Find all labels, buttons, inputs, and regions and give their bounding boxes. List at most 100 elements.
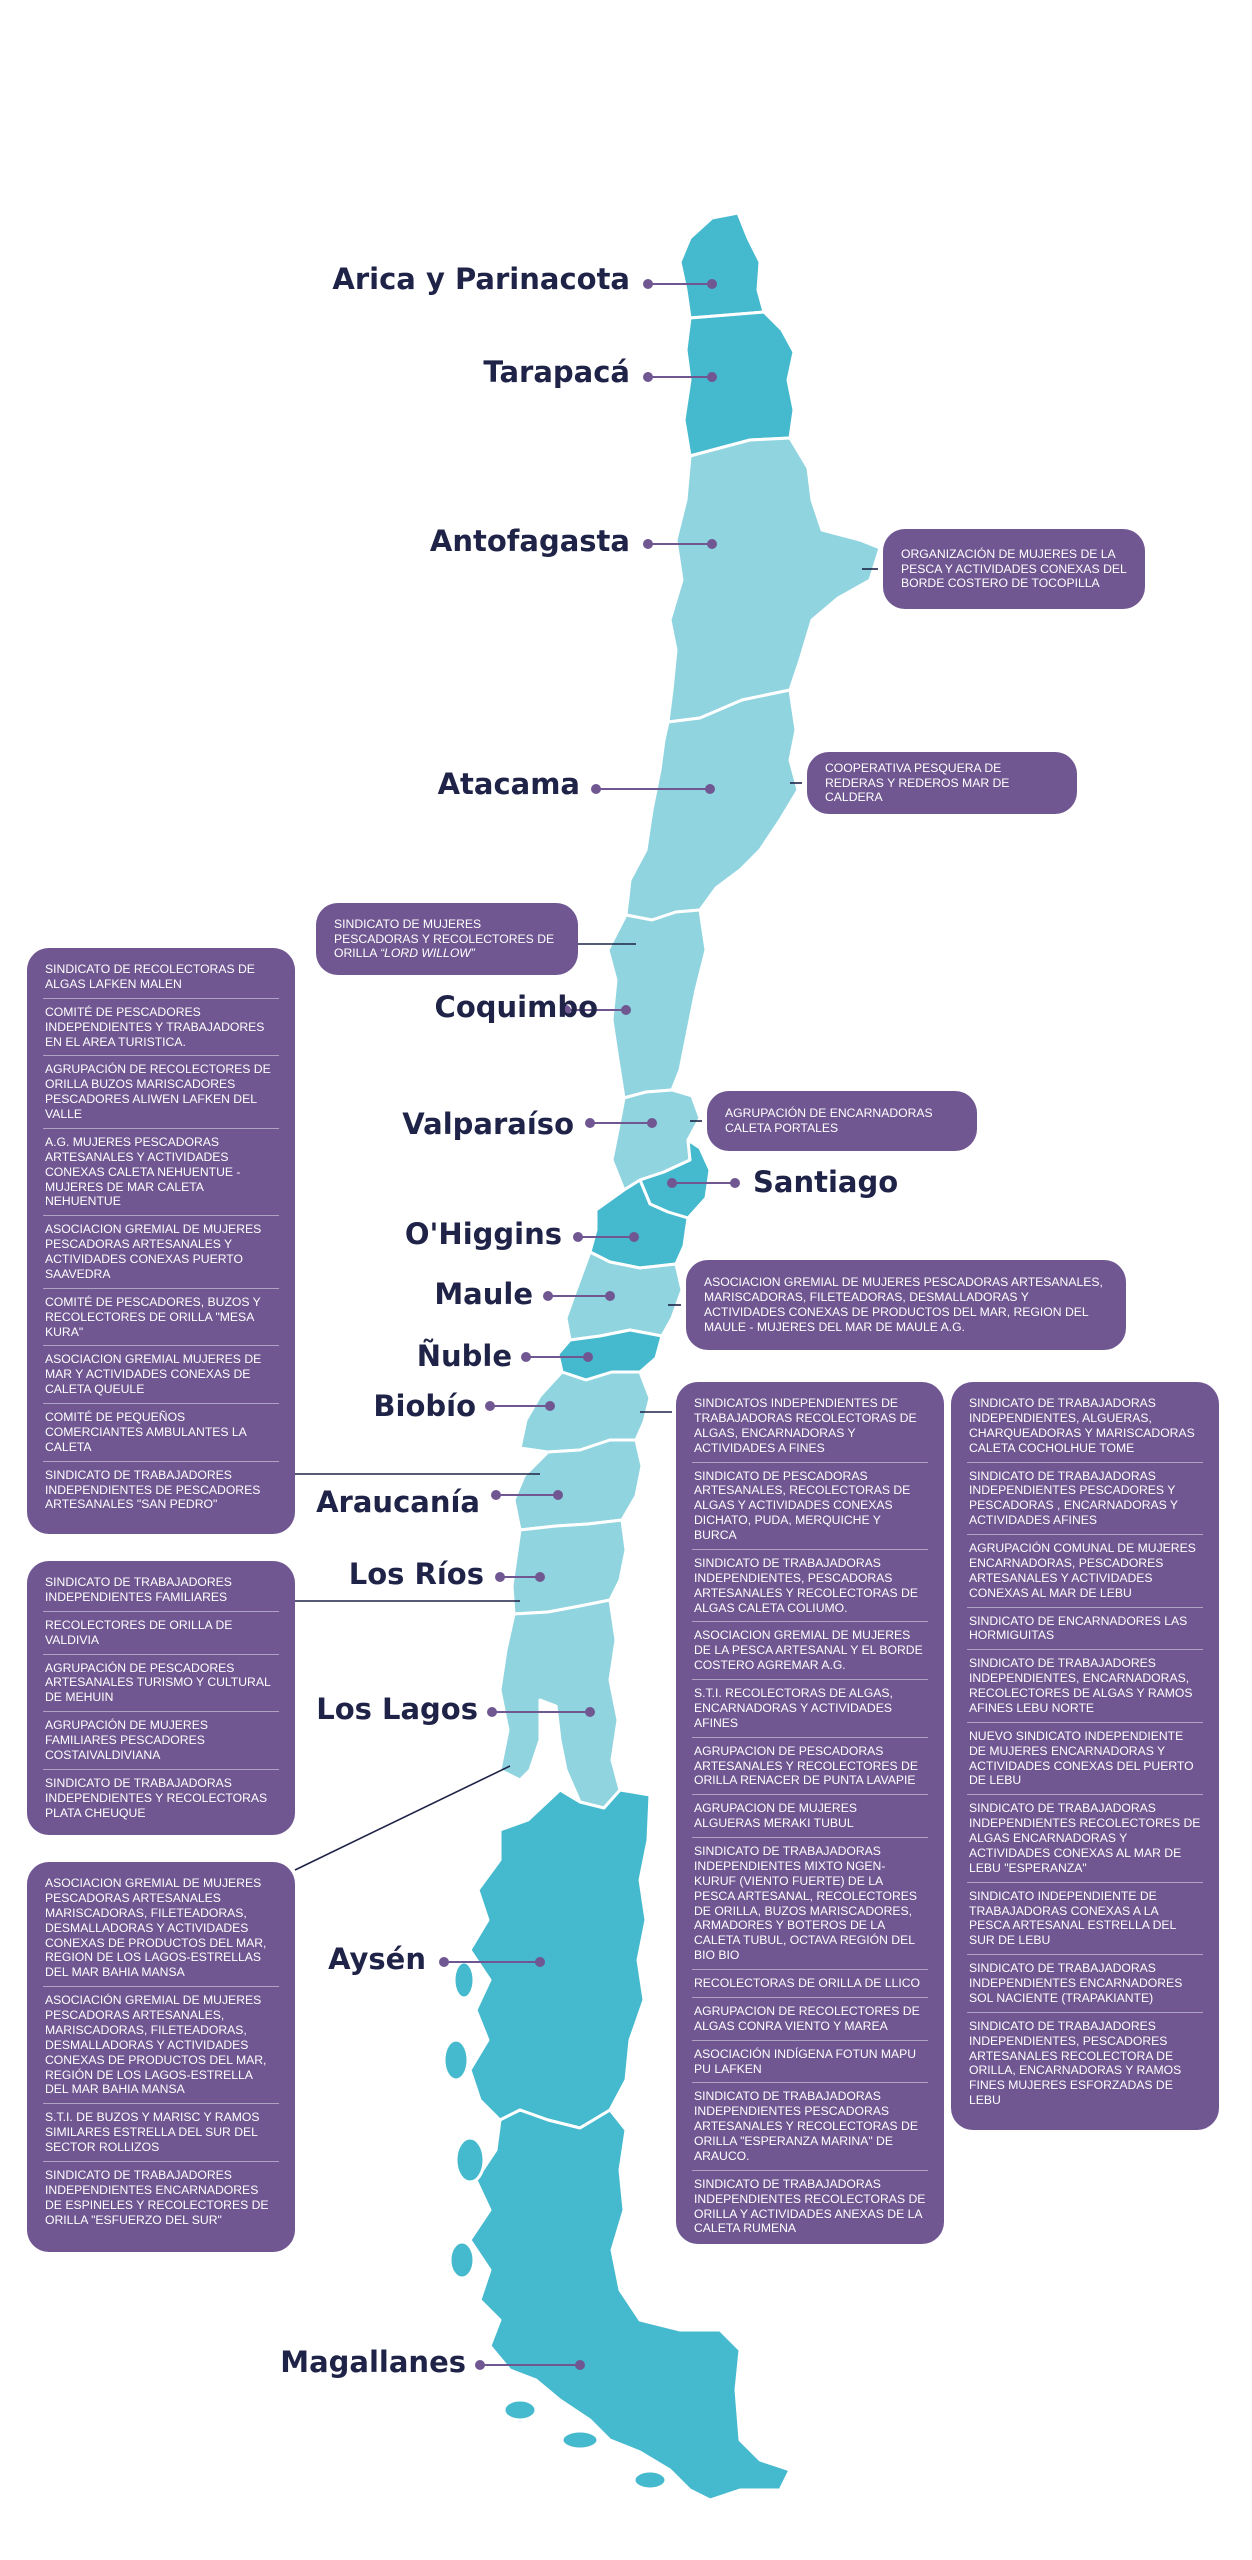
marker-dot xyxy=(667,1178,677,1188)
org-item-losrios: SINDICATO DE TRABAJADORAS INDEPENDIENTES… xyxy=(45,1775,268,1820)
org-list-biobio-1: SINDICATOS INDEPENDIENTES DE TRABAJADORA… xyxy=(676,1382,944,2244)
marker-dot xyxy=(647,1118,657,1128)
marker-dot xyxy=(707,279,717,289)
marker-dot xyxy=(475,2360,485,2370)
org-item-biobio: ASOCIACION GREMIAL DE MUJERES DE LA PESC… xyxy=(692,1622,928,1680)
org-item-biobio-b: SINDICATO DE TRABAJADORES INDEPENDIENTES… xyxy=(969,2018,1182,2108)
org-text-coquimbo-main: SINDICATO DE MUJERES PESCADORAS Y RECOLE… xyxy=(334,916,555,961)
org-item-araucania: COMITÉ DE PESCADORES INDEPENDIENTES Y TR… xyxy=(43,999,279,1057)
org-item-biobio: SINDICATO DE TRABAJADORAS INDEPENDIENTES… xyxy=(692,1550,928,1623)
org-item-loslagos: ASOCIACION GREMIAL DE MUJERES PESCADORAS… xyxy=(43,1876,279,1988)
org-item-biobio-b: SINDICATO DE TRABAJADORES INDEPENDIENTES… xyxy=(967,1650,1203,1723)
org-item-biobio-b: SINDICATO DE TRABAJADORAS INDEPENDIENTES… xyxy=(967,1463,1203,1535)
marker-dot xyxy=(730,1178,740,1188)
island-shape xyxy=(502,2398,538,2422)
org-box-valparaiso: AGRUPACIÓN DE ENCARNADORAS CALETA PORTAL… xyxy=(707,1091,977,1151)
org-list-araucania: SINDICATO DE RECOLECTORAS DE ALGAS LAFKE… xyxy=(27,948,295,1534)
region-label-valparaiso: Valparaíso xyxy=(402,1107,574,1141)
org-item-araucania: A.G. MUJERES PESCADORAS ARTESANALES Y AC… xyxy=(43,1129,279,1217)
region-tarapaca xyxy=(682,310,796,458)
org-item-loslagos: S.T.I. DE BUZOS Y MARISC Y RAMOS SIMILAR… xyxy=(43,2104,279,2162)
region-label-atacama: Atacama xyxy=(437,767,580,801)
org-item-biobio: RECOLECTORAS DE ORILLA DE LLICO xyxy=(692,1970,928,1998)
org-item-loslagos: SINDICATO DE TRABAJADORES INDEPENDIENTES… xyxy=(45,2167,269,2227)
marker-dot xyxy=(707,372,717,382)
region-label-santiago: Santiago xyxy=(753,1165,899,1199)
org-item-losrios: RECOLECTORES DE ORILLA DE VALDIVIA xyxy=(43,1612,279,1655)
island-shape xyxy=(442,2038,470,2082)
region-loslagos xyxy=(498,1598,622,1810)
region-coquimbo xyxy=(606,908,708,1100)
island-shape xyxy=(632,2469,668,2491)
region-label-antofagasta: Antofagasta xyxy=(429,524,630,558)
region-label-ohiggins: O'Higgins xyxy=(404,1217,562,1251)
region-label-biobio: Biobío xyxy=(373,1389,476,1423)
marker-dot xyxy=(543,1291,553,1301)
org-box-antofagasta: ORGANIZACIÓN DE MUJERES DE LA PESCA Y AC… xyxy=(883,529,1145,609)
org-item-araucania: SINDICATO DE RECOLECTORAS DE ALGAS LAFKE… xyxy=(43,962,279,999)
org-item-biobio-b: SINDICATO DE TRABAJADORAS INDEPENDIENTES… xyxy=(967,1795,1203,1883)
org-item-araucania: ASOCIACION GREMIAL MUJERES DE MAR Y ACTI… xyxy=(43,1346,279,1404)
region-araucania xyxy=(512,1438,644,1532)
region-label-magallanes: Magallanes xyxy=(280,2345,466,2379)
org-item-biobio: SINDICATO DE TRABAJADORAS INDEPENDIENTES… xyxy=(692,1838,928,1970)
marker-dot xyxy=(491,1490,501,1500)
org-item-biobio: SINDICATO DE TRABAJADORAS INDEPENDIENTES… xyxy=(694,2176,926,2236)
org-item-araucania: ASOCIACION GREMIAL DE MUJERES PESCADORAS… xyxy=(43,1216,279,1289)
org-item-biobio: SINDICATOS INDEPENDIENTES DE TRABAJADORA… xyxy=(692,1396,928,1463)
org-item-biobio: SINDICATO DE TRABAJADORAS INDEPENDIENTES… xyxy=(692,2083,928,2171)
island-shape xyxy=(454,2136,486,2184)
org-item-araucania: COMITÉ DE PEQUEÑOS COMERCIANTES AMBULANT… xyxy=(43,1404,279,1462)
org-list-losrios: SINDICATO DE TRABAJADORES INDEPENDIENTES… xyxy=(27,1561,295,1835)
org-box-coquimbo: SINDICATO DE MUJERES PESCADORAS Y RECOLE… xyxy=(316,903,578,975)
org-item-araucania: AGRUPACIÓN DE RECOLECTORES DE ORILLA BUZ… xyxy=(43,1056,279,1129)
org-item-biobio: S.T.I. RECOLECTORAS DE ALGAS, ENCARNADOR… xyxy=(692,1680,928,1738)
org-item-biobio: ASOCIACIÓN INDÍGENA FOTUN MAPU PU LAFKEN xyxy=(692,2041,928,2084)
org-box-maule: ASOCIACION GREMIAL DE MUJERES PESCADORAS… xyxy=(686,1260,1126,1350)
marker-dot xyxy=(521,1352,531,1362)
org-item-losrios: AGRUPACIÓN DE MUJERES FAMILIARES PESCADO… xyxy=(43,1712,279,1770)
region-label-losrios: Los Ríos xyxy=(348,1557,484,1591)
org-list-loslagos: ASOCIACION GREMIAL DE MUJERES PESCADORAS… xyxy=(27,1862,295,2252)
marker-dot xyxy=(629,1232,639,1242)
region-label-arica: Arica y Parinacota xyxy=(332,262,630,296)
org-item-loslagos: ASOCIACIÓN GREMIAL DE MUJERES PESCADORAS… xyxy=(43,1987,279,2105)
marker-dot xyxy=(535,1572,545,1582)
org-item-biobio-b: SINDICATO DE TRABAJADORAS INDEPENDIENTES… xyxy=(967,1396,1203,1463)
org-box-atacama: COOPERATIVA PESQUERA DE REDERAS Y REDERO… xyxy=(807,752,1077,814)
org-item-biobio: SINDICATO DE PESCADORAS ARTESANALES, REC… xyxy=(692,1463,928,1550)
region-label-aysen: Aysén xyxy=(328,1942,426,1976)
marker-dot xyxy=(573,1232,583,1242)
marker-dot xyxy=(591,784,601,794)
org-list-biobio-2: SINDICATO DE TRABAJADORAS INDEPENDIENTES… xyxy=(951,1382,1219,2130)
org-text-antofagasta: ORGANIZACIÓN DE MUJERES DE LA PESCA Y AC… xyxy=(901,546,1127,591)
marker-dot xyxy=(643,279,653,289)
marker-dot xyxy=(705,784,715,794)
marker-dot xyxy=(575,2360,585,2370)
region-label-coquimbo: Coquimbo xyxy=(434,990,598,1024)
org-item-biobio-b: SINDICATO DE TRABAJADORAS INDEPENDIENTES… xyxy=(967,1955,1203,2013)
island-shape xyxy=(452,1960,476,2000)
connector-line xyxy=(294,1765,511,1871)
region-label-araucania: Araucanía xyxy=(316,1485,480,1519)
org-item-losrios: SINDICATO DE TRABAJADORES INDEPENDIENTES… xyxy=(43,1575,279,1612)
marker-dot xyxy=(605,1291,615,1301)
marker-dot xyxy=(585,1707,595,1717)
org-item-biobio-b: SINDICATO INDEPENDIENTE DE TRABAJADORAS … xyxy=(967,1883,1203,1956)
region-label-nuble: Ñuble xyxy=(416,1339,512,1373)
region-arica xyxy=(678,211,766,320)
marker-dot xyxy=(707,539,717,549)
region-atacama xyxy=(624,688,800,922)
region-label-loslagos: Los Lagos xyxy=(316,1692,478,1726)
org-text-coquimbo: SINDICATO DE MUJERES PESCADORAS Y RECOLE… xyxy=(334,917,560,962)
marker-dot xyxy=(545,1401,555,1411)
org-item-araucania: SINDICATO DE TRABAJADORES INDEPENDIENTES… xyxy=(45,1467,261,1512)
org-item-biobio-b: AGRUPACIÓN COMUNAL DE MUJERES ENCARNADOR… xyxy=(967,1535,1203,1608)
marker-dot xyxy=(485,1401,495,1411)
marker-dot xyxy=(585,1118,595,1128)
org-item-araucania: COMITÉ DE PESCADORES, BUZOS Y RECOLECTOR… xyxy=(43,1289,279,1347)
org-item-losrios: AGRUPACIÓN DE PESCADORES ARTESANALES TUR… xyxy=(43,1655,279,1713)
org-text-coquimbo-italic: “LORD WILLOW” xyxy=(380,946,475,961)
island-shape xyxy=(448,2240,476,2280)
